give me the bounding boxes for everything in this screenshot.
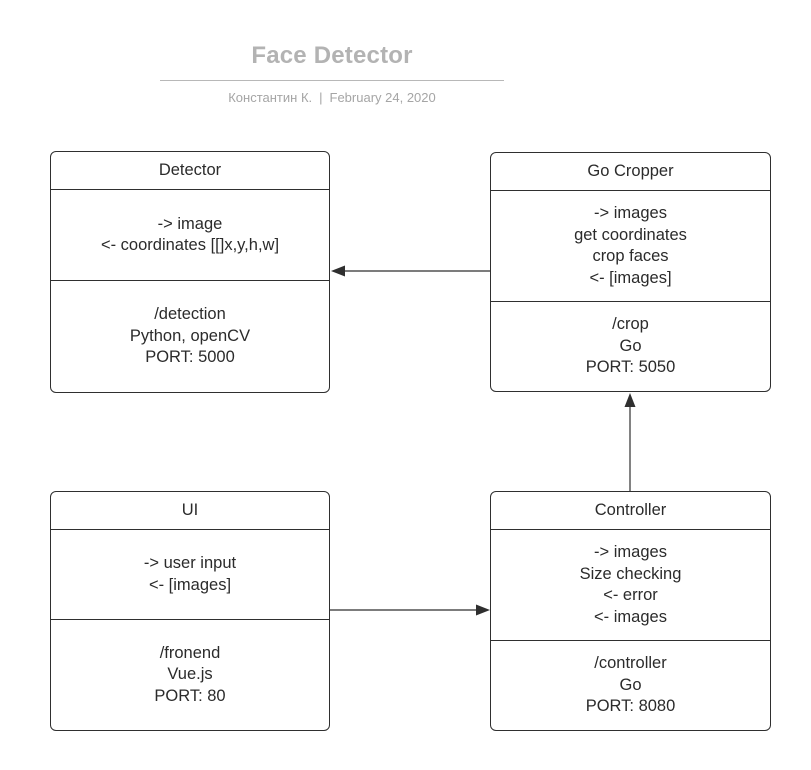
controller-tech: Go [619, 675, 642, 694]
ui-node[interactable]: UI -> user input <- [images] /fronend Vu… [50, 491, 330, 731]
controller-to-cropper-arrowhead [624, 393, 636, 407]
detector-title: Detector [51, 152, 329, 190]
detector-interface-line: <- coordinates [[]x,y,h,w] [100, 236, 280, 254]
controller-interface-line: Size checking [579, 564, 682, 583]
ui-endpoint: /fronend [159, 643, 221, 662]
controller-interface: -> images Size checking <- error <- imag… [491, 530, 770, 641]
author-name: Константин К. [228, 90, 313, 105]
controller-node[interactable]: Controller -> images Size checking <- er… [490, 491, 771, 731]
controller-interface-line: <- error [603, 586, 658, 604]
ui-to-controller-arrowhead [476, 604, 490, 616]
detector-tech: Python, openCV [129, 326, 251, 345]
ui-title: UI [51, 492, 329, 530]
detector-node[interactable]: Detector -> image <- coordinates [[]x,y,… [50, 151, 330, 393]
detector-interface: -> image <- coordinates [[]x,y,h,w] [51, 190, 329, 281]
controller-interface-line: -> images [594, 543, 667, 561]
ui-interface-line: -> user input [143, 554, 237, 572]
cropper-node[interactable]: Go Cropper -> images get coordinates cro… [490, 152, 771, 392]
diagram-meta: Константин К. | February 24, 2020 [160, 90, 504, 105]
cropper-details: /crop Go PORT: 5050 [491, 302, 770, 391]
meta-separator: | [319, 90, 323, 105]
detector-details: /detection Python, openCV PORT: 5000 [51, 281, 329, 392]
cropper-to-detector-arrowhead [331, 265, 345, 277]
diagram-title: Face Detector [251, 42, 413, 69]
cropper-interface-line: <- [images] [589, 268, 672, 287]
cropper-interface: -> images get coordinates crop faces <- … [491, 191, 770, 302]
controller-port: PORT: 8080 [585, 697, 676, 716]
detector-endpoint: /detection [154, 305, 226, 324]
cropper-interface-line: get coordinates [574, 225, 687, 244]
detector-interface-line: -> image [157, 214, 223, 233]
cropper-port: PORT: 5050 [585, 358, 676, 377]
controller-interface-line: <- images [594, 607, 667, 626]
diagram-date: February 24, 2020 [329, 90, 436, 105]
ui-details: /fronend Vue.js PORT: 80 [51, 620, 329, 730]
controller-details: /controller Go PORT: 8080 [491, 641, 770, 730]
detector-port: PORT: 5000 [145, 348, 235, 367]
ui-tech: Vue.js [167, 665, 213, 684]
cropper-tech: Go [619, 336, 642, 355]
ui-port: PORT: 80 [154, 686, 226, 705]
ui-interface: -> user input <- [images] [51, 530, 329, 620]
title-divider [160, 80, 504, 81]
cropper-interface-line: -> images [594, 204, 667, 222]
controller-endpoint: /controller [594, 654, 667, 673]
controller-title: Controller [491, 492, 770, 530]
cropper-title: Go Cropper [491, 153, 770, 191]
cropper-interface-line: crop faces [592, 247, 669, 265]
cropper-endpoint: /crop [612, 315, 649, 334]
ui-interface-line: <- [images] [148, 575, 232, 594]
